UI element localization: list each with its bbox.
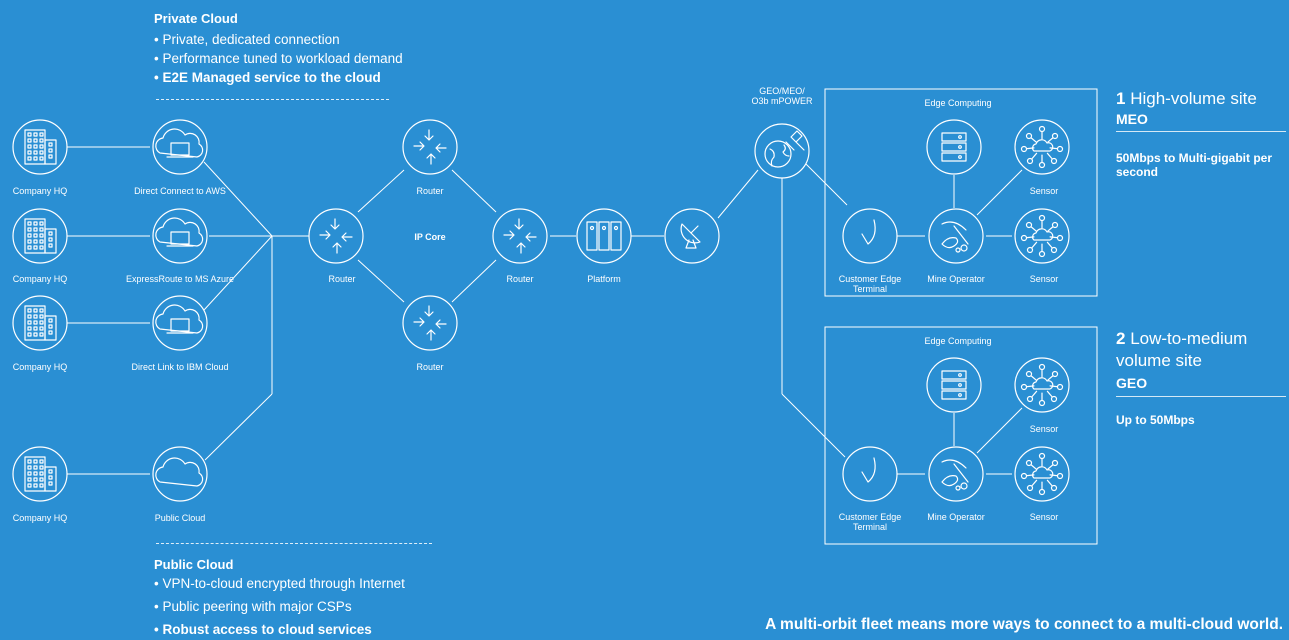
footer-tagline: A multi-orbit fleet means more ways to c… (765, 616, 1283, 633)
company-hq-icon (24, 305, 57, 341)
site2-number: 2 (1116, 329, 1126, 348)
router-top-label: Router (416, 186, 443, 196)
site1-box (824, 88, 1098, 297)
site1-sensor-top-label: Sensor (1030, 186, 1059, 196)
satellite-label: GEO/MEO/O3b mPOWER (751, 86, 813, 106)
public-cloud-bullets: VPN-to-cloud encrypted through Internet … (154, 574, 405, 639)
router-left-circle (308, 208, 364, 264)
public-cloud-icon (155, 457, 204, 487)
site2-edge-server-icon (941, 370, 967, 400)
site1-sensor-mid-label: Sensor (1030, 274, 1059, 284)
router-left-label: Router (328, 274, 355, 284)
site2-sensor-mid-icon (1020, 452, 1064, 496)
site1-orbit: MEO (1116, 111, 1148, 127)
site2-customer-edge-terminal-icon (861, 457, 876, 483)
site1-edge-computing-label: Edge Computing (924, 98, 991, 108)
company-hq-label: Company HQ (13, 362, 68, 372)
router-right-icon (503, 218, 537, 254)
direct-link-ibm-icon (155, 304, 204, 334)
site2-box (824, 326, 1098, 545)
site2-edge-server-circle (926, 357, 982, 413)
site2-sensor-top-label: Sensor (1030, 424, 1059, 434)
satellite-circle (754, 123, 810, 179)
site1-sensor-top-icon (1020, 125, 1064, 169)
ip-core-label: IP Core (414, 232, 445, 242)
site1-customer-edge-terminal-icon (861, 219, 876, 245)
router-right-label: Router (506, 274, 533, 284)
site1-sensor-mid-icon (1020, 214, 1064, 258)
site2-speed: Up to 50Mbps (1116, 413, 1195, 427)
public-cloud-bullet: Public peering with major CSPs (154, 597, 405, 616)
router-bottom-label: Router (416, 362, 443, 372)
site2-mine-operator-icon (941, 459, 969, 491)
company-hq-label: Company HQ (13, 513, 68, 523)
site2-orbit: GEO (1116, 375, 1148, 391)
ground-station-icon (680, 223, 701, 249)
public-cloud-title: Public Cloud (154, 557, 234, 572)
site2-mine-operator-circle (928, 446, 984, 502)
expressroute-azure-label: ExpressRoute to MS Azure (126, 274, 234, 284)
company-hq-label: Company HQ (13, 274, 68, 284)
site2-title-text: Low-to-medium volume site (1116, 329, 1248, 370)
direct-link-ibm-label: Direct Link to IBM Cloud (131, 362, 228, 372)
router-left-icon (319, 218, 353, 254)
ground-station-circle (664, 208, 720, 264)
router-bottom-circle (402, 295, 458, 351)
company-hq-label: Company HQ (13, 186, 68, 196)
company-hq-icon (24, 218, 57, 254)
site1-edge-server-icon (941, 132, 967, 162)
private-cloud-bullets: Private, dedicated connection Performanc… (154, 30, 403, 87)
site1-edge-server-circle (926, 119, 982, 175)
site2-edge-computing-label: Edge Computing (924, 336, 991, 346)
site1-mine-operator-circle (928, 208, 984, 264)
expressroute-azure-circle (152, 208, 208, 264)
direct-link-ibm-circle (152, 295, 208, 351)
public-cloud-divider (156, 543, 432, 544)
public-cloud-bullet: VPN-to-cloud encrypted through Internet (154, 574, 404, 593)
satellite-icon (764, 130, 805, 168)
public-cloud-circle (152, 446, 208, 502)
site2-customer-edge-terminal-circle (842, 446, 898, 502)
site2-sensor-mid-label: Sensor (1030, 512, 1059, 522)
site1-number: 1 (1116, 89, 1126, 108)
platform-circle (576, 208, 632, 264)
company-hq-icon (24, 456, 57, 492)
router-right-circle (492, 208, 548, 264)
public-cloud-label: Public Cloud (155, 513, 206, 523)
site1-title: 1 High-volume site (1116, 88, 1257, 110)
site1-title-text: High-volume site (1125, 89, 1257, 108)
private-cloud-bullet: E2E Managed service to the cloud (154, 68, 403, 87)
expressroute-azure-icon (155, 217, 204, 247)
site1-mine-operator-label: Mine Operator (927, 274, 985, 284)
private-cloud-bullet: Performance tuned to workload demand (154, 49, 402, 68)
router-top-circle (402, 119, 458, 175)
private-cloud-divider (156, 99, 389, 100)
direct-connect-aws-circle (152, 119, 208, 175)
site1-customer-edge-terminal-circle (842, 208, 898, 264)
site1-speed: 50Mbps to Multi-gigabit per second (1116, 151, 1272, 179)
site1-rule (1116, 131, 1286, 132)
router-top-icon (413, 129, 447, 165)
company-hq-icon (24, 129, 57, 165)
site1-mine-operator-icon (941, 221, 969, 253)
site2-rule (1116, 396, 1286, 397)
direct-connect-aws-label: Direct Connect to AWS (134, 186, 226, 196)
site2-title: 2 Low-to-medium volume site (1116, 328, 1276, 372)
public-cloud-bullet: Robust access to cloud services (154, 620, 405, 639)
private-cloud-bullet: Private, dedicated connection (154, 30, 403, 49)
private-cloud-title: Private Cloud (154, 11, 238, 26)
router-bottom-icon (413, 305, 447, 341)
site2-sensor-top-icon (1020, 363, 1064, 407)
platform-icon (586, 221, 622, 251)
platform-label: Platform (587, 274, 621, 284)
direct-connect-aws-icon (155, 128, 204, 158)
site2-mine-operator-label: Mine Operator (927, 512, 985, 522)
